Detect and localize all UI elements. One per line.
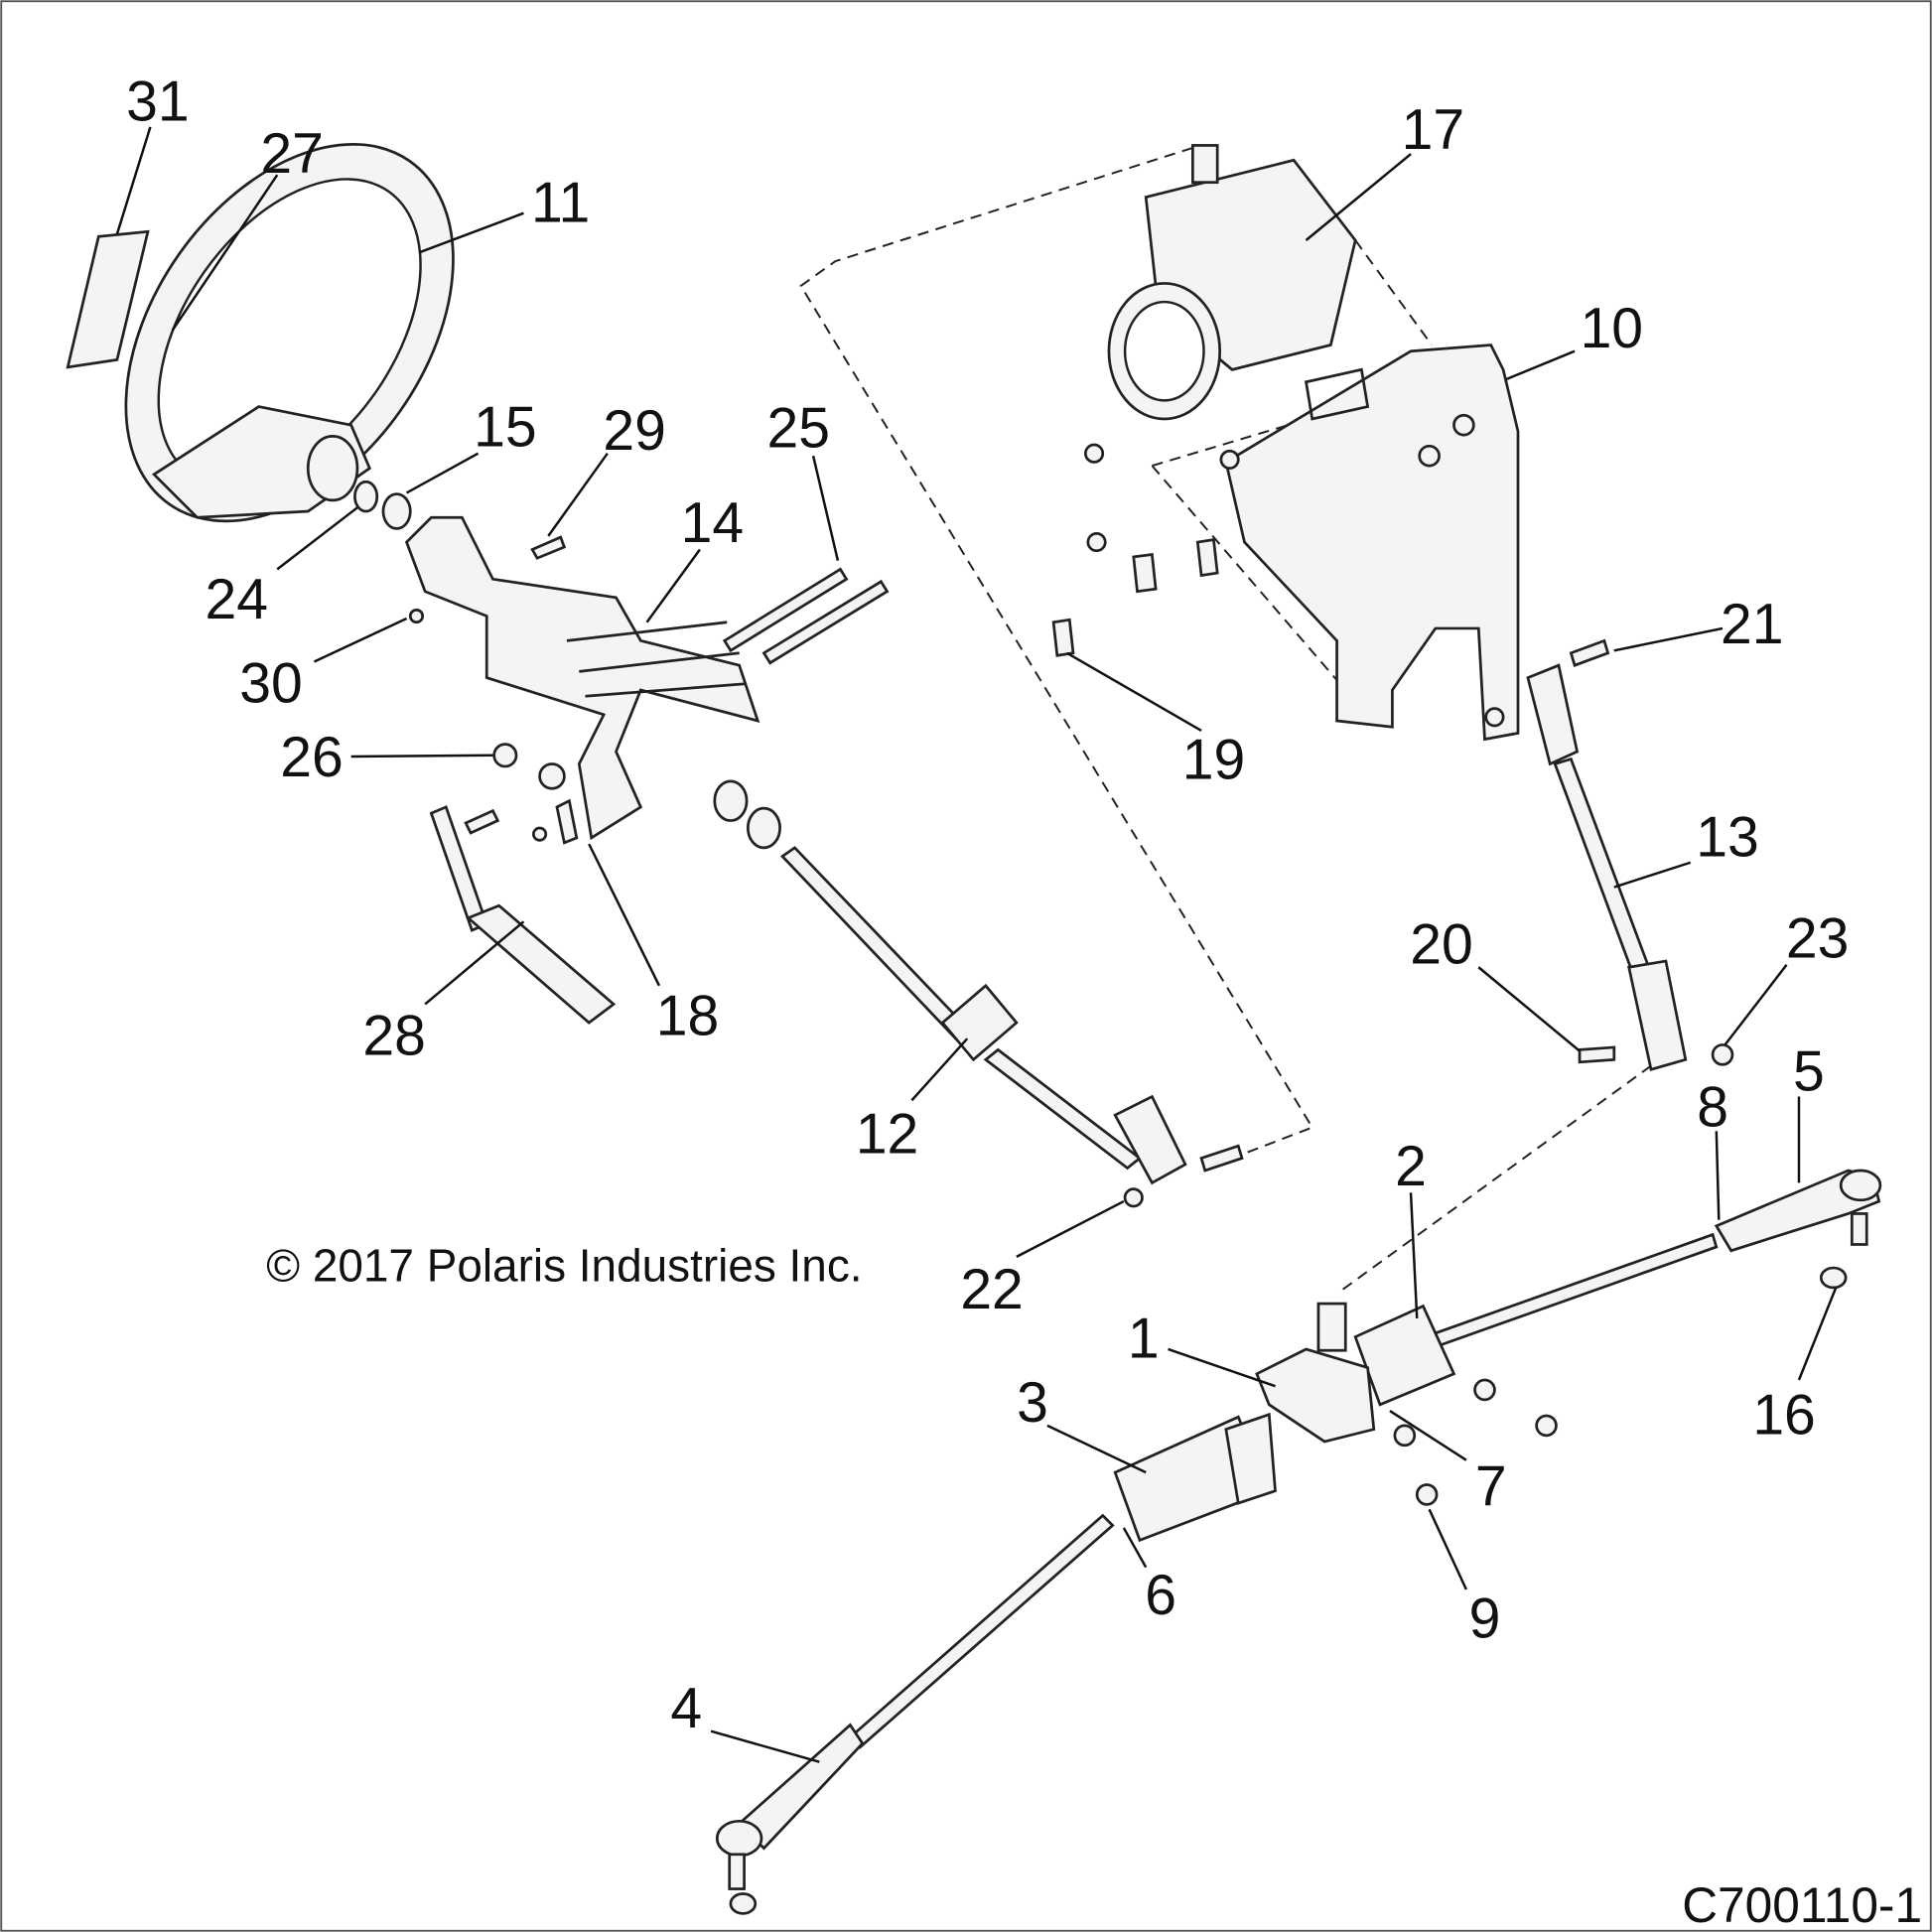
callout-19: 19 <box>1182 728 1246 791</box>
callout-30: 30 <box>239 651 303 715</box>
callout-28: 28 <box>362 1004 426 1067</box>
part-9-nuts <box>1393 1378 1558 1506</box>
callout-2: 2 <box>1395 1135 1427 1198</box>
part-17-power-steering-motor <box>1107 144 1357 421</box>
diagram-code: C700110-1 <box>1682 1877 1922 1932</box>
callout-3: 3 <box>1017 1371 1048 1435</box>
callout-31: 31 <box>126 70 190 134</box>
callout-14: 14 <box>681 491 745 555</box>
callout-23: 23 <box>1786 906 1850 970</box>
part-28-gas-strut <box>429 805 617 1025</box>
part-5-tie-rod-end-right <box>1714 1169 1882 1290</box>
callout-11: 11 <box>531 171 590 234</box>
callout-29: 29 <box>603 399 666 463</box>
callout-7: 7 <box>1475 1455 1507 1519</box>
assembly-guide-lines <box>799 146 1652 1295</box>
copyright-notice: © 2017 Polaris Industries Inc. <box>266 1240 862 1292</box>
callout-5: 5 <box>1793 1039 1825 1103</box>
callout-22: 22 <box>960 1258 1024 1321</box>
callout-1: 1 <box>1128 1308 1160 1371</box>
callout-21: 21 <box>1721 593 1784 656</box>
part-13-lower-shaft <box>1484 638 1688 1071</box>
part-30-nut <box>408 608 425 624</box>
part-24-15-bushings <box>353 480 412 530</box>
part-19-bolts-nuts <box>1051 443 1240 657</box>
callout-15: 15 <box>474 395 537 459</box>
part-12-intermediate-shaft <box>713 779 1244 1208</box>
part-20-23-bolt-nut <box>1578 1043 1734 1066</box>
callout-24: 24 <box>206 568 269 631</box>
part-4-tie-rod-left <box>715 1513 1115 1915</box>
callout-4: 4 <box>670 1677 702 1740</box>
callout-18: 18 <box>656 984 720 1047</box>
callout-17: 17 <box>1402 98 1465 162</box>
part-31-pad <box>66 229 150 369</box>
callout-6: 6 <box>1145 1564 1176 1627</box>
callouts: 31 27 11 15 29 25 14 24 30 26 28 18 12 2… <box>126 70 1849 1740</box>
callout-9: 9 <box>1469 1587 1501 1650</box>
callout-27: 27 <box>260 122 324 186</box>
part-29-bolt <box>530 535 567 560</box>
callout-13: 13 <box>1696 806 1759 870</box>
callout-8: 8 <box>1697 1075 1728 1139</box>
part-26-nuts <box>464 743 579 845</box>
part-25-bolts <box>722 567 890 665</box>
callout-25: 25 <box>766 397 830 461</box>
part-2-rack-assembly <box>1113 1232 1719 1543</box>
callout-16: 16 <box>1752 1384 1815 1448</box>
leader-lines <box>115 126 1838 1763</box>
callout-26: 26 <box>280 726 344 789</box>
part-14-column-bracket <box>404 515 760 841</box>
part-10-mounting-bracket <box>1224 344 1520 742</box>
callout-20: 20 <box>1410 913 1473 977</box>
callout-10: 10 <box>1581 297 1643 360</box>
callout-12: 12 <box>856 1103 919 1167</box>
